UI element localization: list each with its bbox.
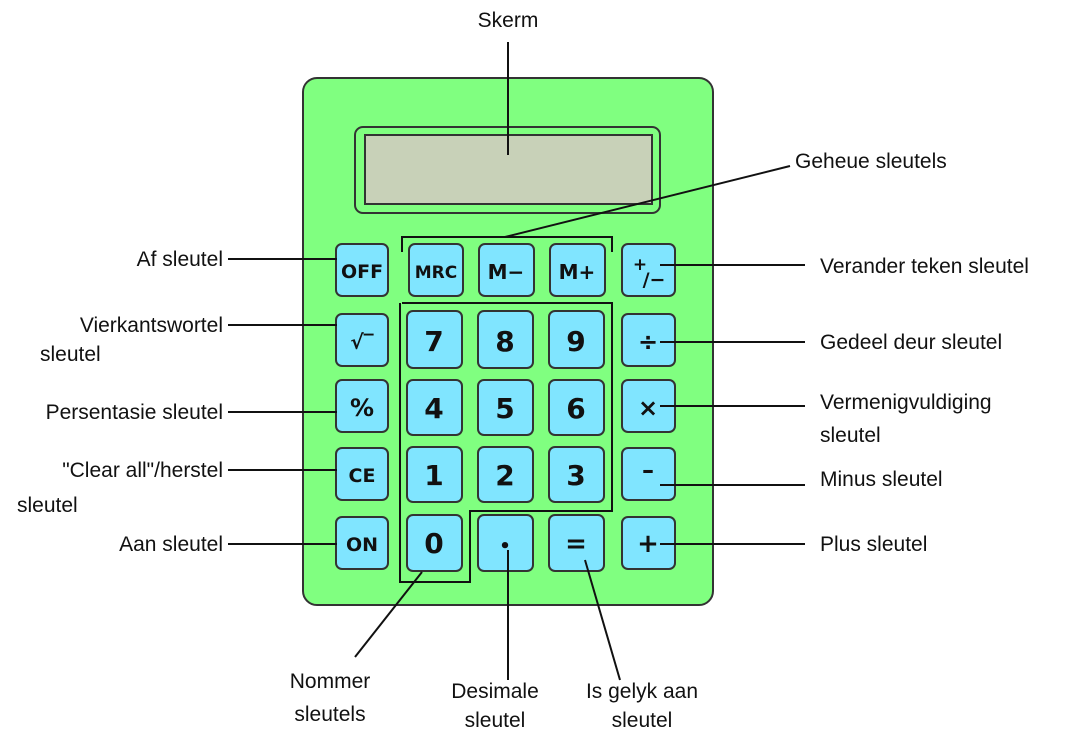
minus-key-label: – xyxy=(642,456,654,484)
percent-key[interactable]: % xyxy=(335,379,389,433)
on-key-label: ON xyxy=(346,534,378,556)
multiply-key-label: × xyxy=(638,394,658,422)
key-3-label: 3 xyxy=(566,459,585,492)
mrc-key[interactable]: MRC xyxy=(408,243,464,297)
number-keys-outline xyxy=(399,302,613,583)
plus-key[interactable]: + xyxy=(621,516,676,570)
sqrt-key-label: √‾ xyxy=(350,330,373,354)
key-6-label: 6 xyxy=(566,392,585,425)
label-numbers-line2: sleutels xyxy=(294,703,365,726)
ce-key[interactable]: CE xyxy=(335,447,389,501)
sqrt-key[interactable]: √‾ xyxy=(335,313,389,367)
key-8[interactable]: 8 xyxy=(477,310,534,369)
m-minus-key[interactable]: M− xyxy=(478,243,535,297)
change-sign-key[interactable]: + /− xyxy=(621,243,676,297)
off-key-label: OFF xyxy=(341,261,383,283)
key-0[interactable]: 0 xyxy=(406,514,463,572)
percent-key-label: % xyxy=(350,394,374,422)
label-equals-line1: Is gelyk aan xyxy=(586,680,698,703)
m-plus-key-label: M+ xyxy=(559,260,596,284)
key-3[interactable]: 3 xyxy=(548,446,605,503)
m-minus-key-label: M− xyxy=(488,260,525,284)
label-memory: Geheue sleutels xyxy=(795,150,947,173)
key-4[interactable]: 4 xyxy=(406,379,463,436)
label-change-sign: Verander teken sleutel xyxy=(820,255,1029,278)
minus-key[interactable]: – xyxy=(621,447,676,501)
label-clear-line2: sleutel xyxy=(17,494,78,517)
on-key[interactable]: ON xyxy=(335,516,389,570)
key-2-label: 2 xyxy=(495,459,514,492)
label-percent: Persentasie sleutel xyxy=(46,401,223,424)
ce-key-label: CE xyxy=(349,465,376,487)
label-off: Af sleutel xyxy=(137,248,223,271)
leader-memory xyxy=(504,165,791,238)
label-screen: Skerm xyxy=(478,9,539,32)
label-decimal-line1: Desimale xyxy=(451,680,539,703)
key-0-label: 0 xyxy=(424,527,443,560)
multiply-key[interactable]: × xyxy=(621,379,676,433)
key-2[interactable]: 2 xyxy=(477,446,534,503)
leader-numbers xyxy=(354,571,423,658)
key-7[interactable]: 7 xyxy=(406,310,463,369)
key-1-label: 1 xyxy=(424,459,443,492)
off-key[interactable]: OFF xyxy=(335,243,389,297)
key-5-label: 5 xyxy=(495,392,514,425)
label-minus: Minus sleutel xyxy=(820,468,943,491)
label-plus: Plus sleutel xyxy=(820,533,927,556)
plus-key-label: + xyxy=(637,529,659,559)
label-clear-line1: "Clear all"/herstel xyxy=(62,459,223,482)
label-equals-line2: sleutel xyxy=(612,709,673,732)
label-sqrt-line2: sleutel xyxy=(40,343,101,366)
key-6[interactable]: 6 xyxy=(548,379,605,436)
label-on: Aan sleutel xyxy=(119,533,223,556)
change-sign-minus-label: /− xyxy=(643,269,666,291)
key-8-label: 8 xyxy=(495,325,514,358)
key-9[interactable]: 9 xyxy=(548,310,605,369)
key-4-label: 4 xyxy=(424,392,443,425)
decimal-key[interactable]: • xyxy=(477,514,534,572)
divide-key-label: ÷ xyxy=(638,328,658,356)
decimal-key-label: • xyxy=(499,536,511,557)
key-9-label: 9 xyxy=(566,325,585,358)
equals-key-label: = xyxy=(565,529,587,559)
key-5[interactable]: 5 xyxy=(477,379,534,436)
leader-lines xyxy=(228,42,805,681)
label-divide: Gedeel deur sleutel xyxy=(820,331,1002,354)
label-sqrt-line1: Vierkantswortel xyxy=(80,314,223,337)
label-multiply-line2: sleutel xyxy=(820,424,881,447)
equals-key[interactable]: = xyxy=(548,514,605,572)
change-sign-plus-label: + xyxy=(633,255,647,275)
label-numbers-line1: Nommer xyxy=(290,670,371,693)
label-multiply-line1: Vermenigvuldiging xyxy=(820,391,992,414)
leader-equals xyxy=(584,559,621,681)
m-plus-key[interactable]: M+ xyxy=(549,243,606,297)
key-1[interactable]: 1 xyxy=(406,446,463,503)
mrc-key-label: MRC xyxy=(415,263,457,283)
label-decimal-line2: sleutel xyxy=(465,709,526,732)
divide-key[interactable]: ÷ xyxy=(621,313,676,367)
key-7-label: 7 xyxy=(424,325,443,358)
